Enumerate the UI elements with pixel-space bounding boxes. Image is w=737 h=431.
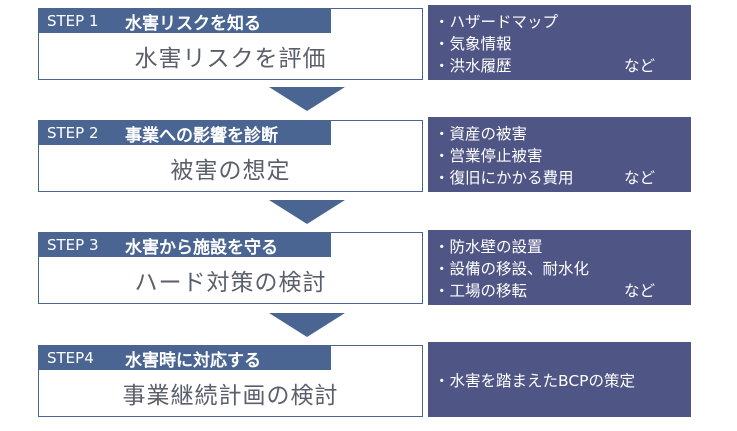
note-row: ・ハザードマップ bbox=[434, 13, 559, 31]
step-3-label: STEP 3 bbox=[47, 236, 99, 254]
down-arrow-icon bbox=[269, 200, 345, 224]
step-3-title: 水害から施設を守る bbox=[125, 237, 278, 258]
note-row: ・気象情報 bbox=[434, 35, 512, 53]
step-1-title: 水害リスクを知る bbox=[125, 13, 261, 34]
step-4-header: STEP4 水害時に対応する bbox=[39, 346, 331, 371]
step-2-notes: ・資産の被害 ・営業停止被害 ・復旧にかかる費用など bbox=[428, 117, 691, 192]
step-2-title: 事業への影響を診断 bbox=[125, 125, 278, 146]
step-2-box: STEP 2 事業への影響を診断 被害の想定 bbox=[38, 120, 423, 192]
step-2-main-text: 被害の想定 bbox=[170, 158, 291, 184]
note-row: ・水害を踏まえたBCPの策定 bbox=[434, 371, 636, 390]
step-3-notes: ・防水壁の設置 ・設備の移設、耐水化 ・工場の移転など bbox=[428, 230, 691, 305]
step-1-box: STEP 1 水害リスクを知る 水害リスクを評価 bbox=[38, 8, 423, 80]
note-row: ・復旧にかかる費用など bbox=[434, 169, 655, 187]
note-row: ・営業停止被害 bbox=[434, 147, 543, 165]
note-row: ・防水壁の設置 bbox=[434, 238, 543, 256]
step-4-notes: ・水害を踏まえたBCPの策定 bbox=[428, 342, 691, 417]
down-arrow-icon bbox=[269, 87, 345, 111]
step-4-label: STEP4 bbox=[47, 349, 94, 367]
step-2-header: STEP 2 事業への影響を診断 bbox=[39, 121, 331, 146]
step-1-header: STEP 1 水害リスクを知る bbox=[39, 9, 331, 34]
note-row: ・資産の被害 bbox=[434, 125, 528, 143]
down-arrow-icon bbox=[269, 313, 345, 337]
step-1-main-text: 水害リスクを評価 bbox=[134, 46, 327, 72]
step-1-label: STEP 1 bbox=[47, 12, 99, 30]
note-row: ・洪水履歴など bbox=[434, 57, 655, 75]
step-3-main-text: ハード対策の検討 bbox=[134, 270, 327, 296]
step-4-box: STEP4 水害時に対応する 事業継続計画の検討 bbox=[38, 345, 423, 417]
step-3-box: STEP 3 水害から施設を守る ハード対策の検討 bbox=[38, 232, 423, 304]
step-4-main-text: 事業継続計画の検討 bbox=[122, 383, 339, 409]
note-row: ・工場の移転など bbox=[434, 282, 655, 300]
step-1-notes: ・ハザードマップ ・気象情報 ・洪水履歴など bbox=[428, 5, 691, 80]
step-4-title: 水害時に対応する bbox=[125, 350, 261, 371]
step-3-header: STEP 3 水害から施設を守る bbox=[39, 233, 331, 258]
note-row: ・設備の移設、耐水化 bbox=[434, 260, 590, 278]
step-2-label: STEP 2 bbox=[47, 124, 99, 142]
